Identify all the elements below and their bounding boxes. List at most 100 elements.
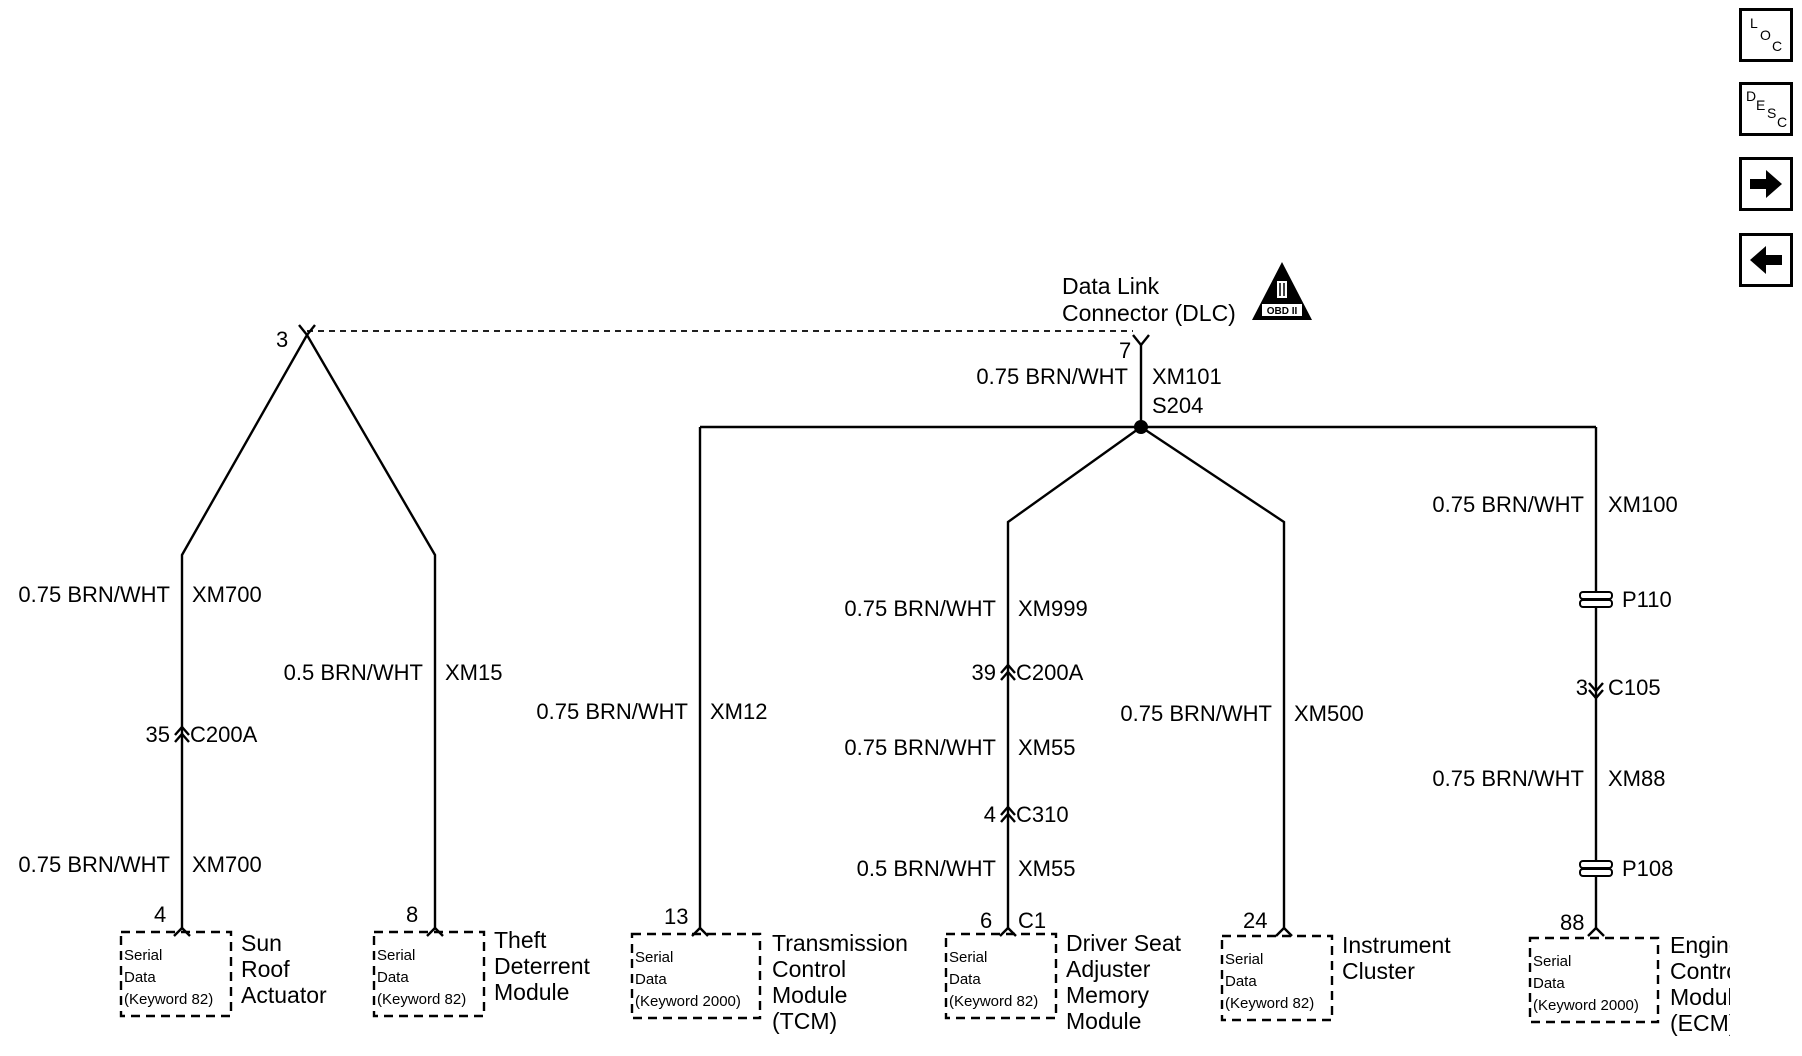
module-theft-deterrent: Serial Data (Keyword 82) Theft Deterrent… xyxy=(372,927,590,1018)
ecm-wire-circuit-1: XM100 xyxy=(1608,492,1678,517)
loc-letter-l: L xyxy=(1750,15,1758,31)
module-sunroof-box xyxy=(119,930,233,1018)
connector-c105-icon xyxy=(1588,682,1604,700)
ecm-wire-label-2: 0.75 BRN/WHT xyxy=(1432,766,1584,791)
module-tcm-box-line1: Serial xyxy=(635,949,673,966)
splice-s204-label: S204 xyxy=(1152,393,1203,418)
arrow-left-icon xyxy=(1750,246,1782,274)
theft-terminal-pin: 8 xyxy=(406,902,418,927)
module-seat-box-line2: Data xyxy=(949,971,981,988)
module-theft-box-line3: (Keyword 82) xyxy=(377,991,466,1008)
module-cluster-name-line2: Cluster xyxy=(1342,958,1415,984)
module-driver-seat-memory: Serial Data (Keyword 82) Driver Seat Adj… xyxy=(944,930,1182,1034)
prev-button[interactable] xyxy=(1739,233,1793,287)
ecm-wire-label-1: 0.75 BRN/WHT xyxy=(1432,492,1584,517)
module-sunroof-name-line2: Roof xyxy=(241,956,290,982)
sunroof-wire-upper-label: 0.75 BRN/WHT xyxy=(18,582,170,607)
cluster-wire-label: 0.75 BRN/WHT xyxy=(1120,701,1272,726)
module-ecm-name-line1: Engine xyxy=(1670,932,1730,958)
module-sunroof-actuator: Serial Data (Keyword 82) Sun Roof Actuat… xyxy=(119,930,327,1018)
loc-letter-o: O xyxy=(1760,27,1771,43)
ecm-wire-circuit-2: XM88 xyxy=(1608,766,1665,791)
module-ecm-box-line1: Serial xyxy=(1533,953,1571,970)
module-sunroof-box-line1: Serial xyxy=(124,947,162,964)
ecm-connector-name: C105 xyxy=(1608,675,1661,700)
module-seat-name-line4: Module xyxy=(1066,1008,1141,1034)
wiring-diagram: Data Link Connector (DLC) OBD II 3 7 0.7… xyxy=(18,262,1730,1036)
module-cluster-box xyxy=(1220,934,1334,1022)
module-ecm-name-line2: Control xyxy=(1670,958,1730,984)
module-ecm-box-line2: Data xyxy=(1533,975,1565,992)
pass-through-p110-icon xyxy=(1579,591,1613,608)
obd-badge-text: OBD II xyxy=(1267,306,1298,317)
dlc-pin-3-label: 3 xyxy=(276,327,288,352)
desc-button[interactable]: D E S C xyxy=(1739,82,1793,136)
sunroof-terminal xyxy=(173,926,191,937)
seat-wire-label-1: 0.75 BRN/WHT xyxy=(844,596,996,621)
sunroof-terminal-pin: 4 xyxy=(154,902,166,927)
seat-wire-circuit-1: XM999 xyxy=(1018,596,1088,621)
module-ecm-name-line4: (ECM) xyxy=(1670,1010,1730,1036)
module-sunroof-box-line2: Data xyxy=(124,969,156,986)
sunroof-connector-name: C200A xyxy=(190,722,258,747)
module-ecm-box xyxy=(1528,936,1660,1024)
dlc-title-line2: Connector (DLC) xyxy=(1062,300,1236,326)
sunroof-wire-lower-label: 0.75 BRN/WHT xyxy=(18,852,170,877)
next-button[interactable] xyxy=(1739,157,1793,211)
pass-through-p110-label: P110 xyxy=(1622,587,1672,612)
module-theft-box xyxy=(372,930,486,1018)
theft-wire-circuit: XM15 xyxy=(445,660,502,685)
module-theft-name-line2: Deterrent xyxy=(494,953,590,979)
dlc-pin-7-label: 7 xyxy=(1119,338,1131,363)
dlc-pin-3-terminal xyxy=(298,324,316,337)
main-wire-label: 0.75 BRN/WHT xyxy=(976,364,1128,389)
main-wire-circuit: XM101 xyxy=(1152,364,1222,389)
module-tcm-box-line2: Data xyxy=(635,971,667,988)
module-ecm-name-line3: Module xyxy=(1670,984,1730,1010)
ecm-connector-pin: 3 xyxy=(1576,675,1588,700)
pass-through-p108-label: P108 xyxy=(1622,856,1673,881)
connector-c200a-seat-icon xyxy=(1000,663,1016,681)
module-seat-name-line2: Adjuster xyxy=(1066,956,1151,982)
module-sunroof-name-line1: Sun xyxy=(241,930,282,956)
seat-connector-2-name: C310 xyxy=(1016,802,1069,827)
tcm-wire-label: 0.75 BRN/WHT xyxy=(536,699,688,724)
seat-terminal-pin: 6 xyxy=(980,908,992,933)
module-tcm-name-line3: Module xyxy=(772,982,847,1008)
seat-connector-2-pin: 4 xyxy=(984,802,996,827)
cluster-terminal-pin: 24 xyxy=(1243,908,1267,933)
connector-c200a-sunroof-icon xyxy=(174,725,190,743)
seat-terminal-connector: C1 xyxy=(1018,908,1046,933)
module-tcm-name-line2: Control xyxy=(772,956,846,982)
module-seat-name-line1: Driver Seat xyxy=(1066,930,1182,956)
module-sunroof-box-line3: (Keyword 82) xyxy=(124,991,213,1008)
desc-letter-c: C xyxy=(1777,114,1788,130)
cluster-terminal xyxy=(1275,926,1293,937)
loc-button[interactable]: L O C xyxy=(1739,8,1793,62)
sunroof-wire-upper-circuit: XM700 xyxy=(192,582,262,607)
theft-terminal xyxy=(426,926,444,937)
seat-wire-label-2: 0.75 BRN/WHT xyxy=(844,735,996,760)
dlc-title-line1: Data Link xyxy=(1062,273,1160,299)
module-theft-name-line3: Module xyxy=(494,979,569,1005)
cluster-wire-circuit: XM500 xyxy=(1294,701,1364,726)
pass-through-p108-icon xyxy=(1579,860,1613,877)
module-tcm-box-line3: (Keyword 2000) xyxy=(635,993,741,1010)
theft-wire xyxy=(305,334,437,928)
module-theft-box-line1: Serial xyxy=(377,947,415,964)
module-cluster-box-line1: Serial xyxy=(1225,951,1263,968)
cluster-wire xyxy=(1140,426,1286,928)
module-seat-box xyxy=(944,932,1058,1020)
module-seat-name-line3: Memory xyxy=(1066,982,1150,1008)
module-sunroof-name-line3: Actuator xyxy=(241,982,327,1008)
sunroof-wire xyxy=(180,334,309,928)
seat-wire-label-3: 0.5 BRN/WHT xyxy=(857,856,996,881)
sunroof-connector-pin: 35 xyxy=(146,722,170,747)
module-cluster-name-line1: Instrument xyxy=(1342,932,1451,958)
module-theft-name-line1: Theft xyxy=(494,927,547,953)
seat-wire xyxy=(1006,426,1142,928)
connector-c310-icon xyxy=(1000,805,1016,823)
loc-letter-c: C xyxy=(1772,38,1783,54)
seat-connector-1-name: C200A xyxy=(1016,660,1084,685)
desc-letter-s: S xyxy=(1767,105,1777,121)
